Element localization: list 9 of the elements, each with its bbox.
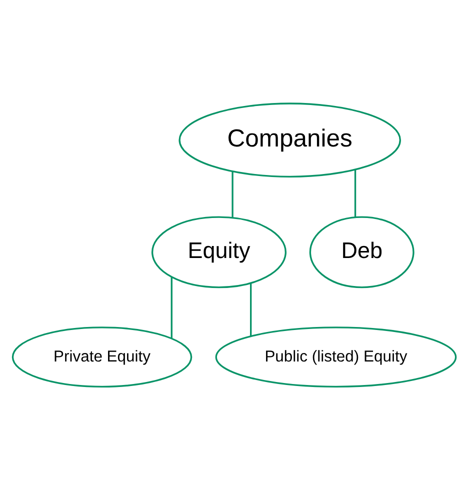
node-ellipse: Companies [178, 102, 402, 178]
connector [250, 282, 252, 336]
node-ellipse: Public (listed) Equity [215, 326, 457, 388]
node-ellipse: Private Equity [12, 326, 192, 388]
node-ellipse: Equity [151, 216, 287, 288]
node-ellipse: Deb [309, 216, 414, 288]
connector [170, 276, 172, 338]
connector [354, 169, 356, 217]
connector [232, 171, 234, 218]
